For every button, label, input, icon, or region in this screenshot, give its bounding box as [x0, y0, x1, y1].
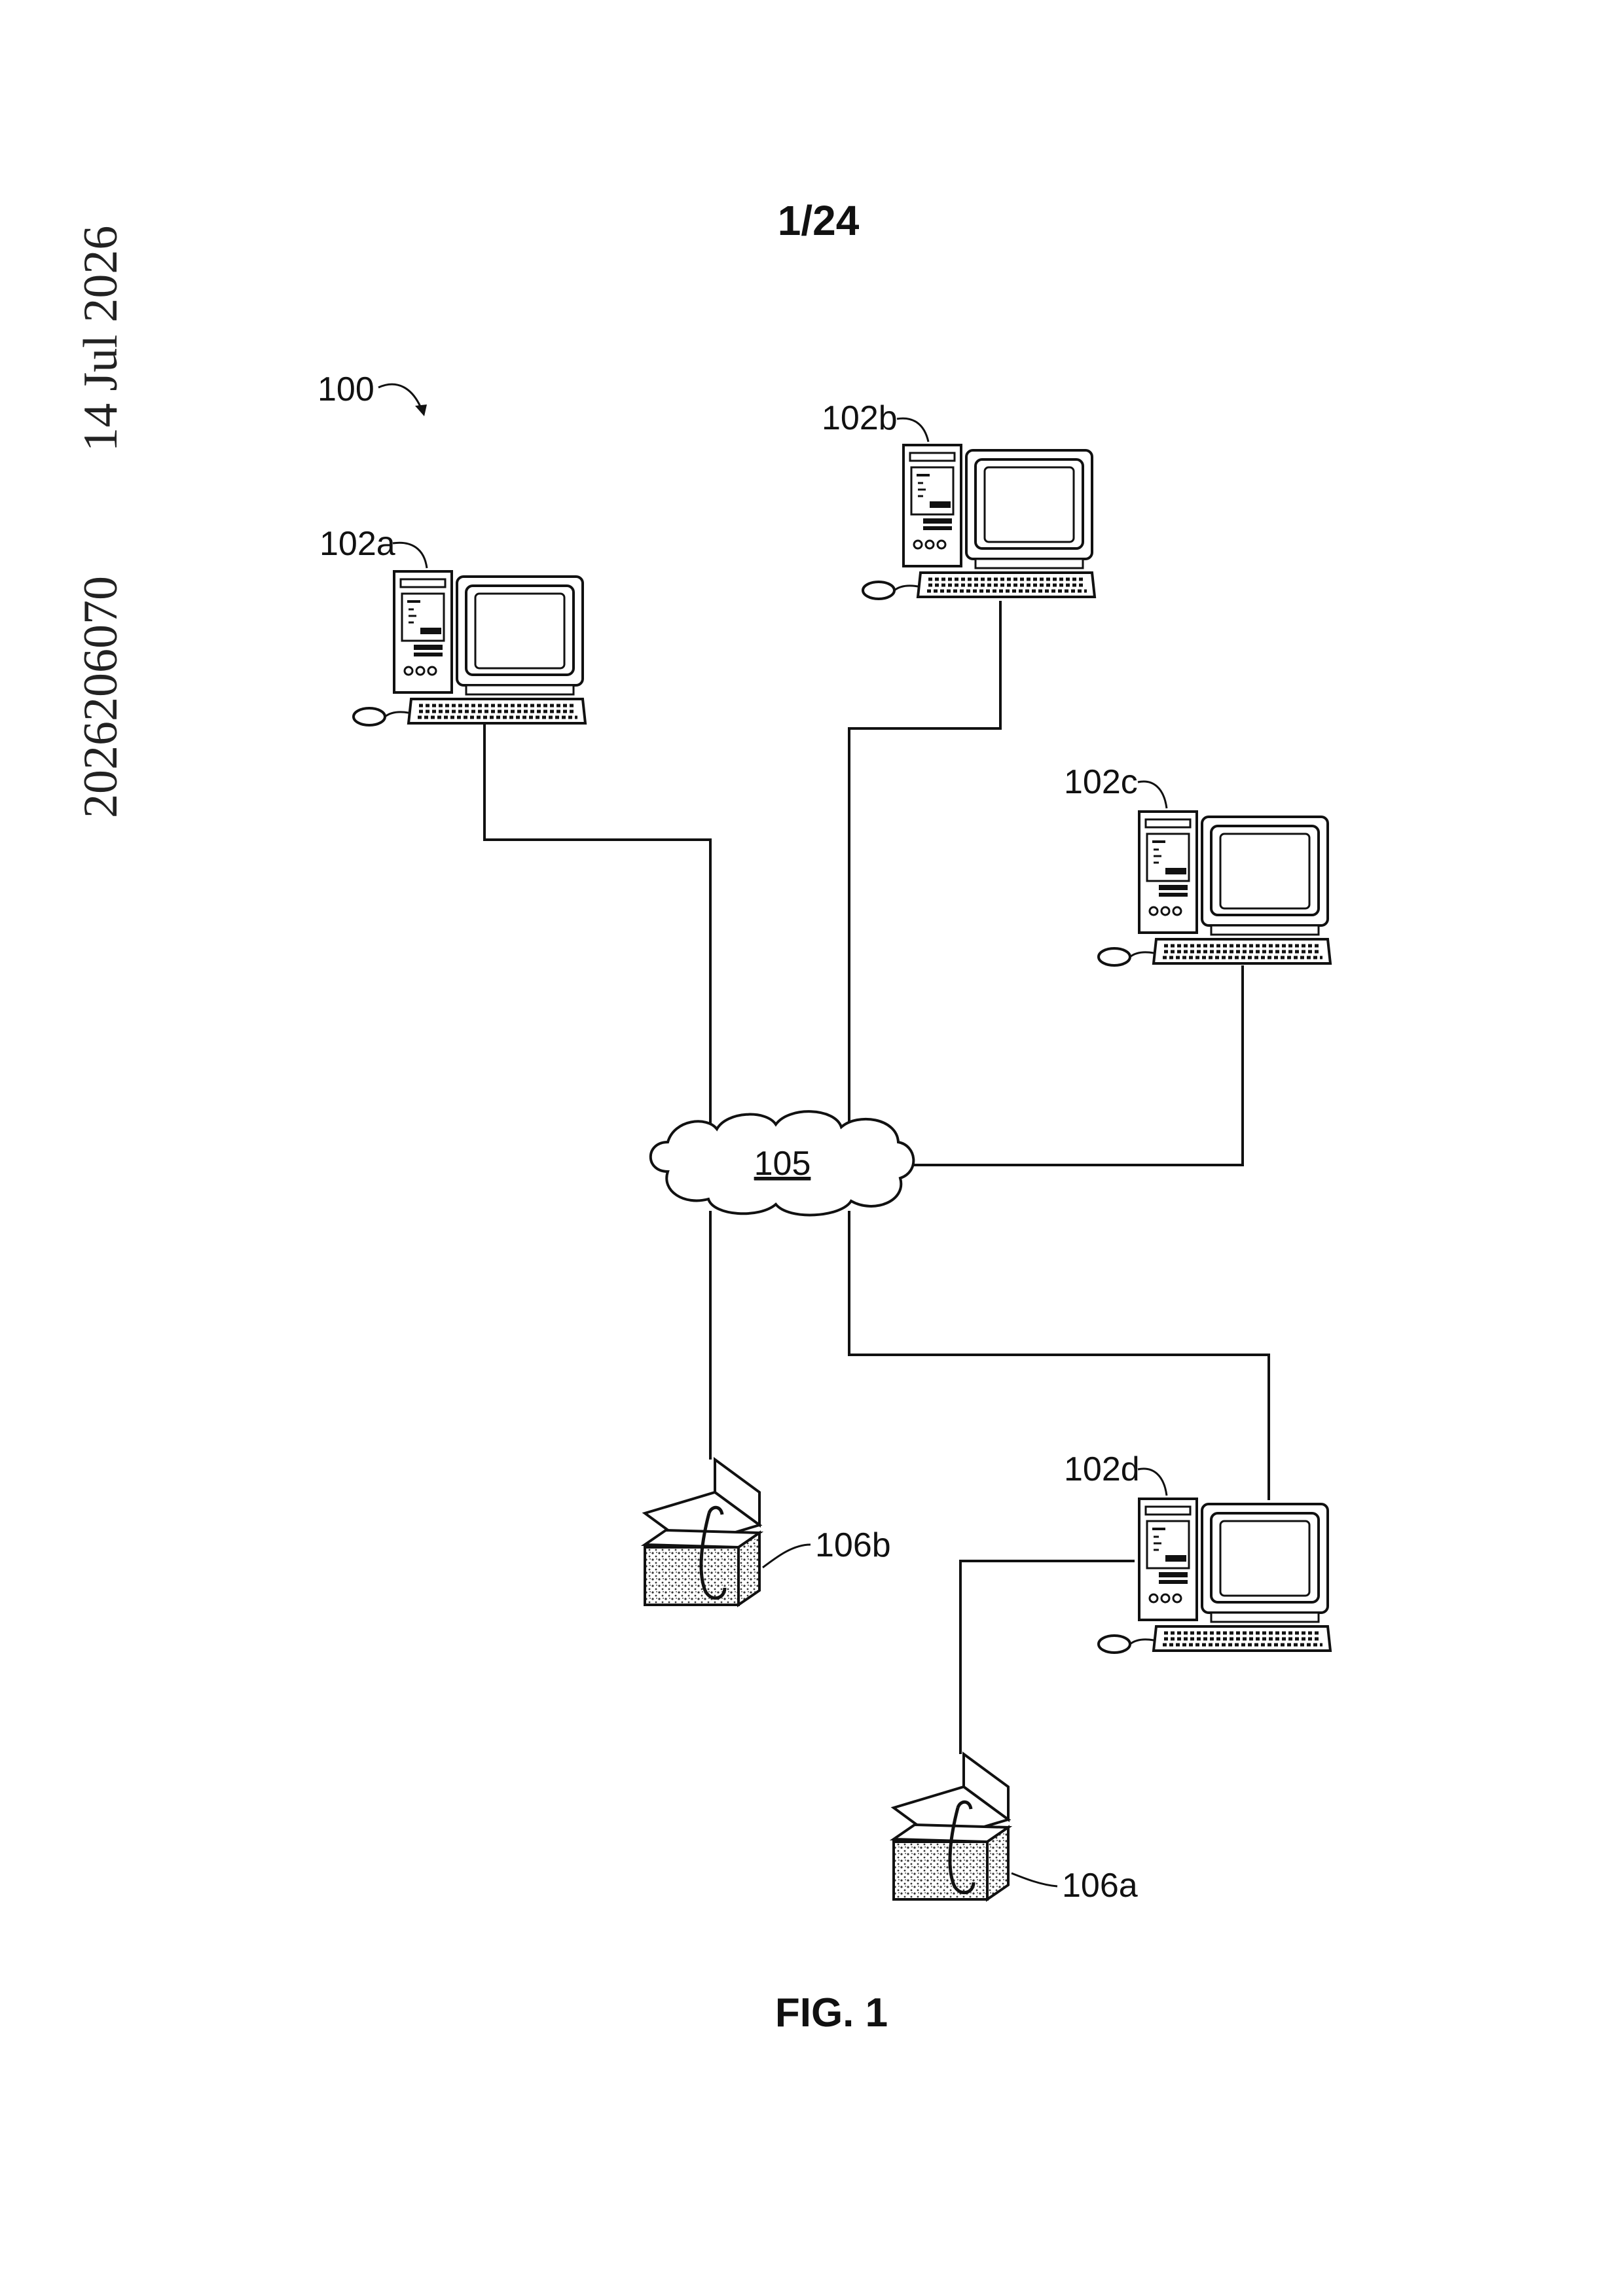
computer-102d-leader [1138, 1469, 1167, 1496]
computer-102a-label: 102a [319, 525, 395, 563]
storage-106b-leader [763, 1545, 811, 1568]
computer-102c-icon [1099, 812, 1330, 965]
computer-102a-leader [393, 543, 427, 568]
computer-102d-label: 102d [1064, 1450, 1140, 1488]
computer-102b-leader [897, 418, 928, 442]
network-label: 105 [754, 1145, 811, 1183]
link-105-102d [849, 1211, 1269, 1500]
computer-102c-label: 102c [1064, 763, 1138, 801]
link-102b-105 [849, 601, 1000, 1129]
system-label: 100 [318, 370, 374, 408]
computer-102c-leader [1138, 781, 1167, 808]
storage-106b-label: 106b [815, 1526, 891, 1564]
storage-106a-icon [894, 1754, 1008, 1899]
system-arrow [378, 384, 422, 411]
link-102a-105 [484, 723, 710, 1129]
link-102d-106a [960, 1561, 1135, 1754]
computer-102d-icon [1099, 1499, 1330, 1653]
storage-106b-icon [645, 1460, 759, 1605]
storage-106a-leader [1012, 1873, 1057, 1886]
computer-102b-icon [863, 445, 1095, 599]
storage-106a-label: 106a [1062, 1867, 1138, 1905]
computer-102a-icon [354, 571, 585, 725]
computer-102b-label: 102b [822, 399, 898, 437]
figure-caption: FIG. 1 [714, 1990, 949, 2036]
system-arrowhead [415, 404, 427, 416]
link-102c-105 [907, 965, 1243, 1165]
